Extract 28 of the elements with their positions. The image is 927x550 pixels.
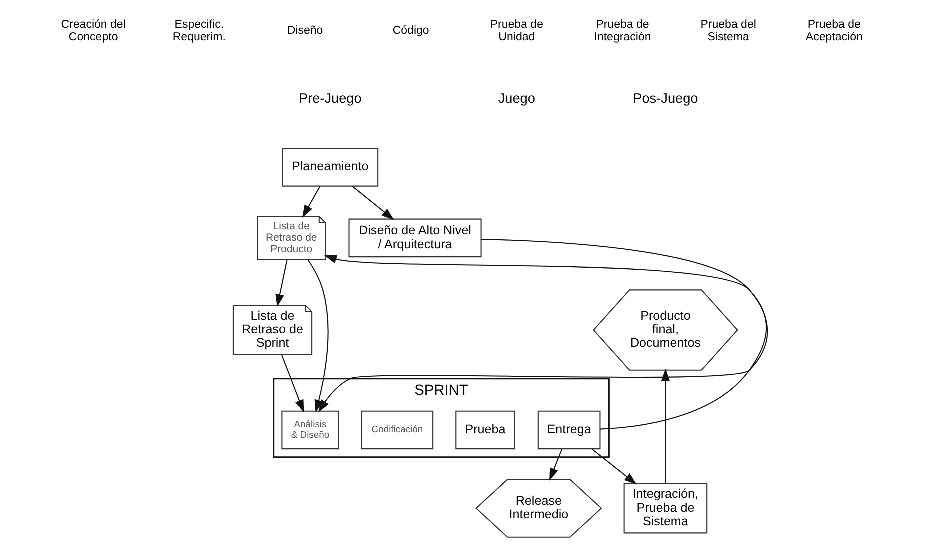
node-box: Diseño de Alto Nivel / Arquitectura bbox=[348, 218, 482, 258]
arrow bbox=[352, 186, 394, 220]
node-box: Planeamiento bbox=[282, 148, 378, 187]
label: Creación del Concepto bbox=[60, 18, 126, 44]
arrow bbox=[318, 238, 768, 413]
arrow bbox=[549, 449, 562, 481]
arrow bbox=[275, 260, 288, 308]
arrow bbox=[591, 448, 636, 485]
arrow bbox=[302, 186, 320, 218]
arrow bbox=[660, 368, 670, 484]
label: Pos-Juego bbox=[632, 90, 698, 106]
arrow bbox=[307, 259, 328, 413]
node-box: Análisis & Diseño bbox=[281, 410, 339, 450]
node-box: Codificación bbox=[360, 410, 434, 450]
arrow bbox=[280, 354, 304, 413]
label: Juego bbox=[498, 90, 535, 106]
label: Prueba de Aceptación bbox=[805, 18, 862, 44]
node-box: Integración, Prueba de Sistema bbox=[623, 483, 708, 534]
label: Especific. Requerim. bbox=[172, 18, 226, 44]
label: Pre-Juego bbox=[298, 90, 362, 106]
label: Prueba de Integración bbox=[594, 18, 651, 44]
label: Código bbox=[392, 25, 429, 38]
arrow bbox=[324, 255, 766, 430]
label: Prueba del Sistema bbox=[700, 18, 756, 44]
node-box: Prueba bbox=[455, 410, 515, 450]
label: Prueba de Unidad bbox=[490, 18, 543, 44]
label: Diseño bbox=[286, 25, 323, 38]
node-box: Entrega bbox=[537, 410, 600, 450]
